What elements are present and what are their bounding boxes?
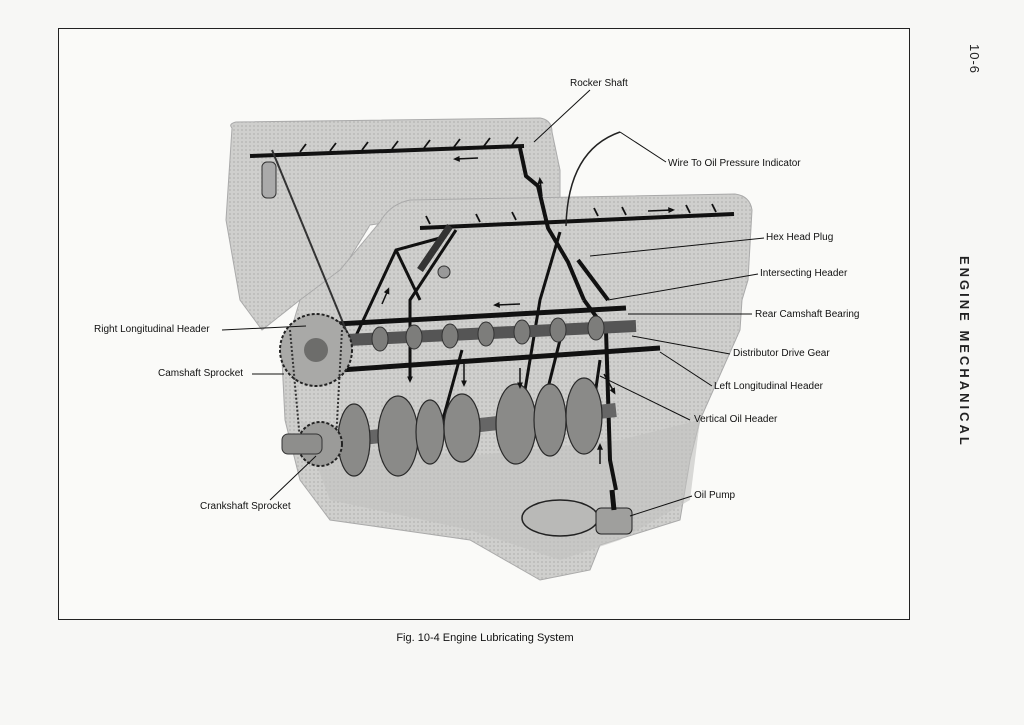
callout-distributor-drive-gear: Distributor Drive Gear (733, 348, 830, 359)
left-rocker-arms (425, 203, 717, 225)
callout-crankshaft-sprocket: Crankshaft Sprocket (200, 501, 291, 512)
left-rocker-shaft (419, 212, 735, 230)
main-oil-diagonals (338, 229, 602, 431)
distributor-housing (261, 161, 277, 199)
callout-vertical-oil-header: Vertical Oil Header (694, 414, 778, 425)
right-pushrod (271, 149, 347, 331)
camshaft-sprocket-hub (304, 338, 328, 362)
callout-camshaft-sprocket: Camshaft Sprocket (158, 368, 244, 379)
left-pushrod-tube (417, 224, 453, 272)
crankshaft-nose (281, 433, 323, 455)
crank-throws (337, 377, 603, 477)
callout-left-longitudinal-header: Left Longitudinal Header (714, 381, 823, 392)
timing-chain (289, 329, 343, 441)
intersecting-header (576, 258, 610, 302)
oil-pump-pickup (609, 489, 617, 511)
right-longitudinal-header-line (299, 305, 627, 329)
callout-rocker-shaft: Rocker Shaft (570, 78, 628, 89)
callout-leader-lines (221, 89, 765, 517)
callout-wire-to-oil-pressure-indicator: Wire To Oil Pressure Indicator (668, 158, 801, 169)
right-rocker-shaft (249, 144, 525, 158)
left-longitudinal-header-line (339, 345, 661, 373)
callout-hex-head-plug: Hex Head Plug (766, 232, 834, 243)
rocker-oil-feed (518, 147, 586, 301)
oil-pressure-wire (565, 131, 621, 227)
vertical-oil-header (582, 298, 618, 491)
oil-flow-arrows (381, 155, 675, 464)
callout-intersecting-header: Intersecting Header (760, 268, 848, 279)
oil-pump-body (595, 507, 633, 535)
right-rocker-arms (299, 136, 519, 153)
left-plug (437, 265, 451, 279)
camshaft (305, 320, 637, 348)
figure-caption: Fig. 10-4 Engine Lubricating System (396, 632, 574, 644)
callout-oil-pump: Oil Pump (694, 490, 736, 501)
section-title: ENGINE MECHANICAL (957, 256, 972, 448)
callout-rear-camshaft-bearing: Rear Camshaft Bearing (755, 309, 860, 320)
page-number: 10-6 (967, 44, 982, 75)
callout-right-longitudinal-header: Right Longitudinal Header (94, 324, 210, 335)
oil-pump-screen (521, 499, 599, 537)
